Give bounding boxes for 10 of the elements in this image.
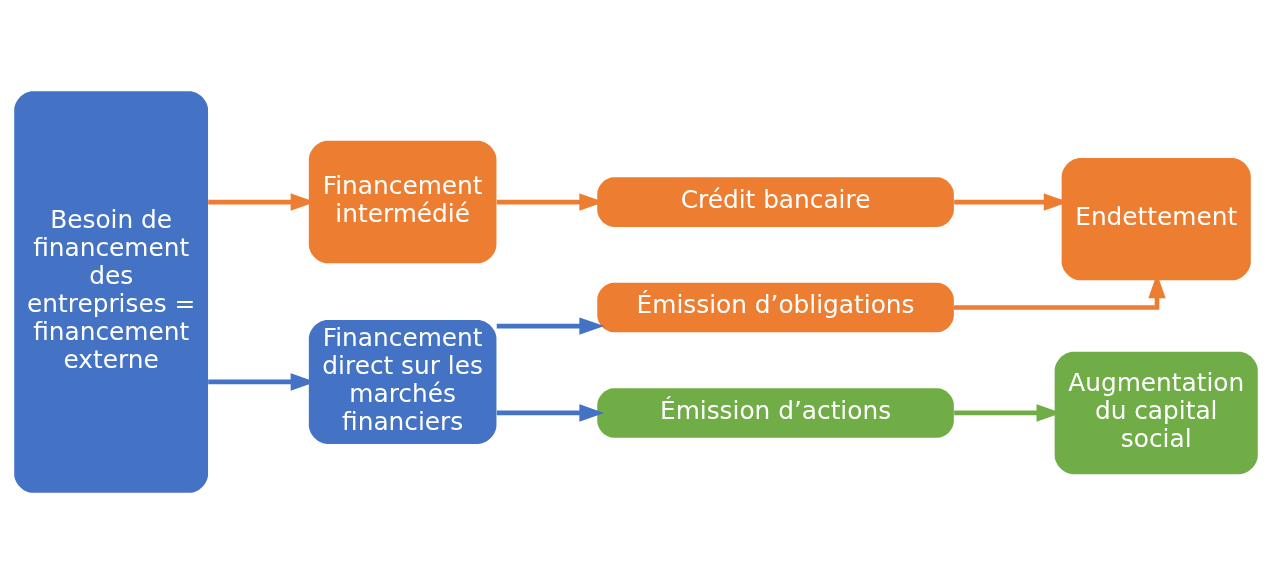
node-box: Émission d’obligations: [597, 282, 954, 333]
node-box: Financement direct sur les marchés financiers: [308, 319, 497, 444]
node-box: Endettement: [1061, 157, 1251, 281]
node-box: Financement intermédié: [308, 140, 497, 264]
arrow: [496, 317, 605, 335]
node-box: Crédit bancaire: [597, 177, 954, 227]
node-box: Besoin de financement des entreprises = financement externe: [14, 91, 209, 493]
node-box: Augmentation du capital social: [1054, 351, 1258, 475]
node-box: Émission d’actions: [597, 388, 954, 438]
arrow: [496, 404, 605, 422]
